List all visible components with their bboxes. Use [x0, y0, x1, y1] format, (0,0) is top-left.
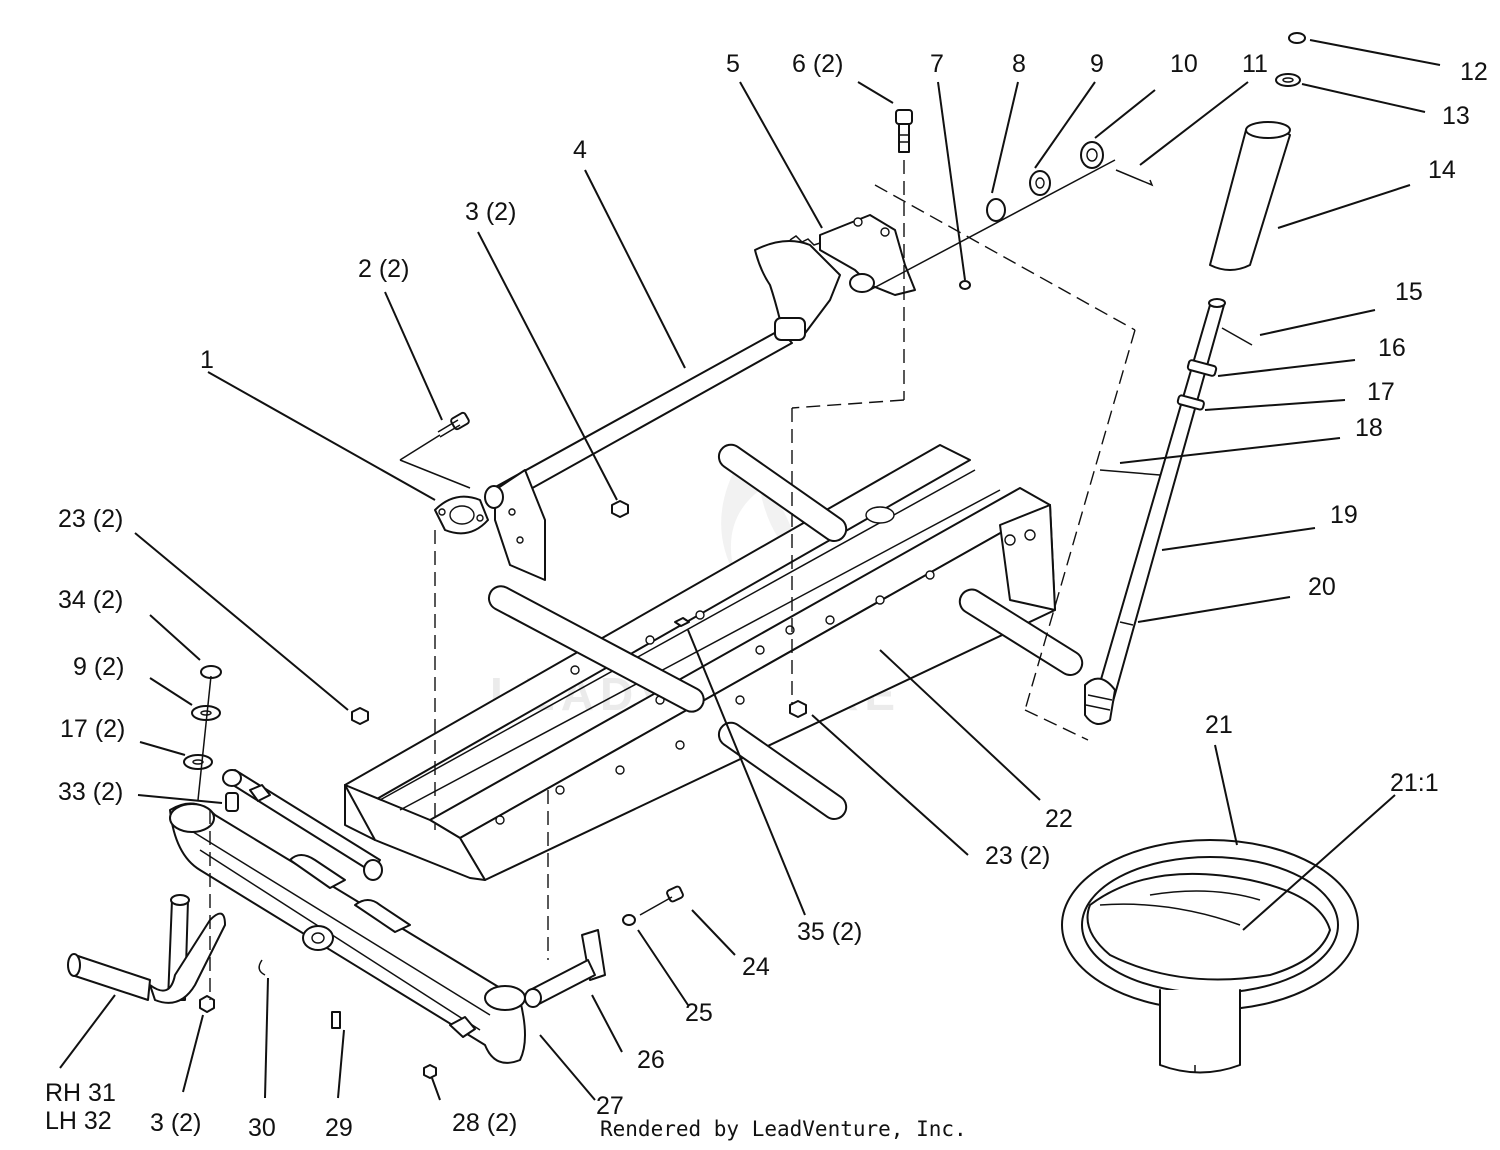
label-7: 7	[930, 50, 944, 78]
label-2: 2 (2)	[358, 255, 409, 283]
frame-22	[344, 444, 1056, 881]
label-14: 14	[1428, 156, 1456, 184]
label-27: 27	[596, 1092, 624, 1120]
label-17: 17	[1367, 378, 1395, 406]
label-lh-32: LH 32	[45, 1107, 112, 1135]
label-20: 20	[1308, 573, 1336, 601]
steering-shaft-4	[484, 329, 793, 581]
label-30: 30	[248, 1114, 276, 1142]
label-23-left: 23 (2)	[58, 505, 123, 533]
pivot-bracket-26	[524, 885, 684, 1008]
label-17-left: 17 (2)	[60, 715, 125, 743]
label-19: 19	[1330, 501, 1358, 529]
label-26: 26	[637, 1046, 665, 1074]
left-stack-hardware	[183, 617, 807, 1079]
label-12: 12	[1460, 58, 1488, 86]
label-8: 8	[1012, 50, 1026, 78]
label-18: 18	[1355, 414, 1383, 442]
pivot-bracket-5	[819, 214, 916, 296]
sector-gear	[754, 235, 842, 341]
steering-wheel-21	[1061, 839, 1359, 1074]
front-axle-27	[169, 802, 526, 1064]
label-33: 33 (2)	[58, 778, 123, 806]
label-9-left: 9 (2)	[73, 653, 124, 681]
shaft-hardware	[869, 141, 1154, 291]
label-11: 11	[1242, 50, 1268, 78]
cross-tubes	[487, 443, 1084, 820]
bolt-6	[895, 109, 913, 153]
label-4: 4	[573, 136, 587, 164]
label-21: 21	[1205, 711, 1233, 739]
label-21-1: 21:1	[1390, 769, 1439, 797]
part-labels: 1 2 (2) 3 (2) 4 5 6 (2) 7 8 9 10 11 12 1…	[45, 50, 1488, 1142]
label-15: 15	[1395, 278, 1423, 306]
label-3-top: 3 (2)	[465, 198, 516, 226]
label-22: 22	[1045, 805, 1073, 833]
credit-text: Rendered by LeadVenture, Inc.	[600, 1117, 967, 1141]
label-3-bottom: 3 (2)	[150, 1109, 201, 1137]
alignment-lines	[209, 160, 1136, 1000]
label-6: 6 (2)	[792, 50, 843, 78]
label-5: 5	[726, 50, 740, 78]
label-23-right: 23 (2)	[985, 842, 1050, 870]
spindle	[67, 894, 226, 1004]
label-13: 13	[1442, 102, 1470, 130]
drag-link	[222, 769, 383, 881]
label-rh-31: RH 31	[45, 1079, 116, 1107]
label-29: 29	[325, 1114, 353, 1142]
label-34: 34 (2)	[58, 586, 123, 614]
flange-bearing-1	[399, 411, 629, 535]
label-9: 9	[1090, 50, 1104, 78]
label-16: 16	[1378, 334, 1406, 362]
label-28: 28 (2)	[452, 1109, 517, 1137]
label-1: 1	[200, 346, 214, 374]
label-10: 10	[1170, 50, 1198, 78]
label-35: 35 (2)	[797, 918, 862, 946]
steering-column	[1084, 32, 1306, 725]
label-25: 25	[685, 999, 713, 1027]
label-24: 24	[742, 953, 770, 981]
leader-lines	[59, 39, 1441, 1101]
